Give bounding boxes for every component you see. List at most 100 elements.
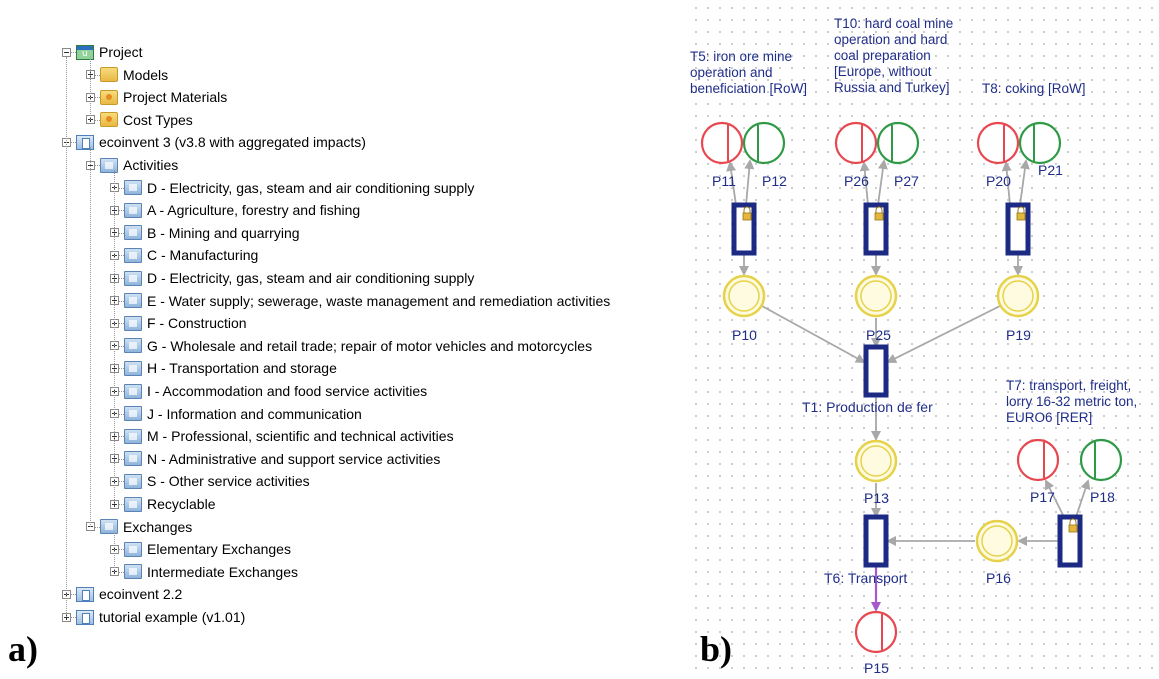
tree-guide-line [119, 278, 124, 279]
category-icon [124, 270, 142, 286]
tree-row-label: Elementary Exchanges [147, 541, 291, 558]
transition-t6 [863, 514, 889, 568]
tree-row[interactable]: D - Electricity, gas, steam and air cond… [110, 267, 474, 289]
arc [1075, 479, 1091, 518]
lock-shackle [743, 206, 751, 213]
tree-row[interactable]: F - Construction [110, 312, 247, 334]
tree-row-label: Project [99, 44, 143, 60]
tree-row[interactable]: C - Manufacturing [110, 244, 258, 266]
tree-row-label: B - Mining and quarrying [147, 224, 300, 241]
transition-description-t7: T7: transport, freight, lorry 16-32 metr… [1006, 378, 1138, 425]
tree-row[interactable]: Project [62, 41, 143, 63]
category-icon [100, 157, 118, 173]
category-icon [124, 202, 142, 218]
category-icon [124, 406, 142, 422]
tree-row[interactable]: A - Agriculture, forestry and fishing [110, 199, 360, 221]
tree-guide-line [119, 571, 124, 573]
tree-row[interactable]: Intermediate Exchanges [110, 561, 298, 583]
tree-guide-line [95, 526, 100, 528]
tree-row[interactable]: Project Materials [86, 86, 227, 108]
place-inner-ring [728, 280, 760, 312]
tree-guide-line [95, 74, 100, 76]
tree-row[interactable]: B - Mining and quarrying [110, 222, 300, 244]
tree-row[interactable]: E - Water supply; sewerage, waste manage… [110, 290, 610, 312]
arc [1019, 159, 1030, 206]
tree-guide-line [119, 187, 124, 189]
tree-row[interactable]: D - Electricity, gas, steam and air cond… [110, 177, 474, 199]
category-icon [124, 247, 142, 263]
lock-icon [874, 212, 884, 221]
place-label-p10: P10 [732, 327, 757, 343]
tree-row-label: J - Information and communication [147, 405, 362, 422]
tree-row-label: ecoinvent 2.2 [99, 586, 183, 603]
panel-label-a: a) [8, 629, 38, 669]
arc [859, 161, 870, 206]
tree-guide-line [66, 57, 67, 617]
tree-row-label: ecoinvent 3 (v3.8 with aggregated impact… [99, 134, 366, 151]
lock-shackle [875, 206, 883, 213]
tree-row[interactable]: Elementary Exchanges [110, 538, 291, 560]
tree-row-label: D - Electricity, gas, steam and air cond… [147, 179, 475, 196]
place-label-p21: P21 [1038, 162, 1063, 178]
project-icon [76, 44, 94, 60]
tree-row[interactable]: I - Accommodation and food service activ… [110, 380, 427, 402]
tree-row[interactable]: S - Other service activities [110, 470, 310, 492]
tree-guide-line [71, 617, 76, 618]
tree-row[interactable]: H - Transportation and storage [110, 357, 337, 379]
place-label-p19: P19 [1006, 327, 1031, 343]
tree-guide-line [114, 170, 115, 504]
lock-shackle [1017, 206, 1025, 213]
arc [1001, 161, 1012, 206]
transition-label-t1: T1: Production de fer [802, 399, 933, 415]
arc [726, 161, 737, 206]
lock-icon [742, 212, 752, 221]
tree-guide-line [119, 413, 124, 415]
tree-row[interactable]: Recyclable [110, 493, 215, 515]
arcs-layer [726, 159, 1091, 612]
tree-guide-line [119, 504, 124, 505]
place-p26 [834, 121, 878, 165]
tree-row-label: N - Administrative and support service a… [147, 450, 441, 467]
tree-row[interactable]: ecoinvent 2.2 [62, 583, 182, 605]
tree-row[interactable]: Cost Types [86, 109, 193, 131]
arc [877, 159, 888, 206]
tree-row[interactable]: G - Wholesale and retail trade; repair o… [110, 335, 592, 357]
tree-row[interactable]: tutorial example (v1.01) [62, 606, 245, 628]
place-p20 [976, 121, 1020, 165]
category-icon [124, 225, 142, 241]
category-icon [124, 315, 142, 331]
place-p10 [722, 274, 766, 318]
transition-t1 [863, 344, 889, 398]
collapse-icon[interactable] [62, 47, 71, 57]
category-icon [124, 360, 142, 376]
category-icon [124, 473, 142, 489]
place-label-p18: P18 [1090, 489, 1115, 505]
place-p16 [975, 519, 1019, 563]
tree-row[interactable]: M - Professional, scientific and technic… [110, 425, 454, 447]
tree-row[interactable]: N - Administrative and support service a… [110, 448, 440, 470]
tree-row-label: Recyclable [147, 496, 216, 512]
tree-row[interactable]: J - Information and communication [110, 403, 362, 425]
transition-description-t8: T8: coking [RoW] [982, 81, 1086, 96]
place-p19 [996, 274, 1040, 318]
category-icon [124, 293, 142, 309]
petri-net-graph [700, 121, 1123, 654]
folder-icon [100, 67, 118, 83]
tree-row[interactable]: Models [86, 64, 168, 86]
tree-guide-line [119, 300, 124, 302]
tree-row-label: S - Other service activities [147, 473, 310, 490]
tree-row-label: E - Water supply; sewerage, waste manage… [147, 292, 611, 309]
tree-row-label: Activities [123, 157, 179, 173]
lock-icon [1068, 524, 1078, 533]
tree-guide-line [119, 436, 124, 438]
tree-row[interactable]: ecoinvent 3 (v3.8 with aggregated impact… [62, 131, 366, 153]
place-label-p15: P15 [864, 660, 889, 676]
tree-row-label: Models [123, 66, 169, 83]
folder-icon [100, 112, 118, 128]
place-inner-ring [1002, 280, 1034, 312]
tree-row-label: M - Professional, scientific and technic… [147, 428, 454, 445]
tree-row-label: D - Electricity, gas, steam and air cond… [147, 270, 475, 286]
database-icon [76, 586, 94, 602]
tree-guide-line [119, 323, 124, 325]
tree-row[interactable]: Exchanges [86, 516, 192, 538]
